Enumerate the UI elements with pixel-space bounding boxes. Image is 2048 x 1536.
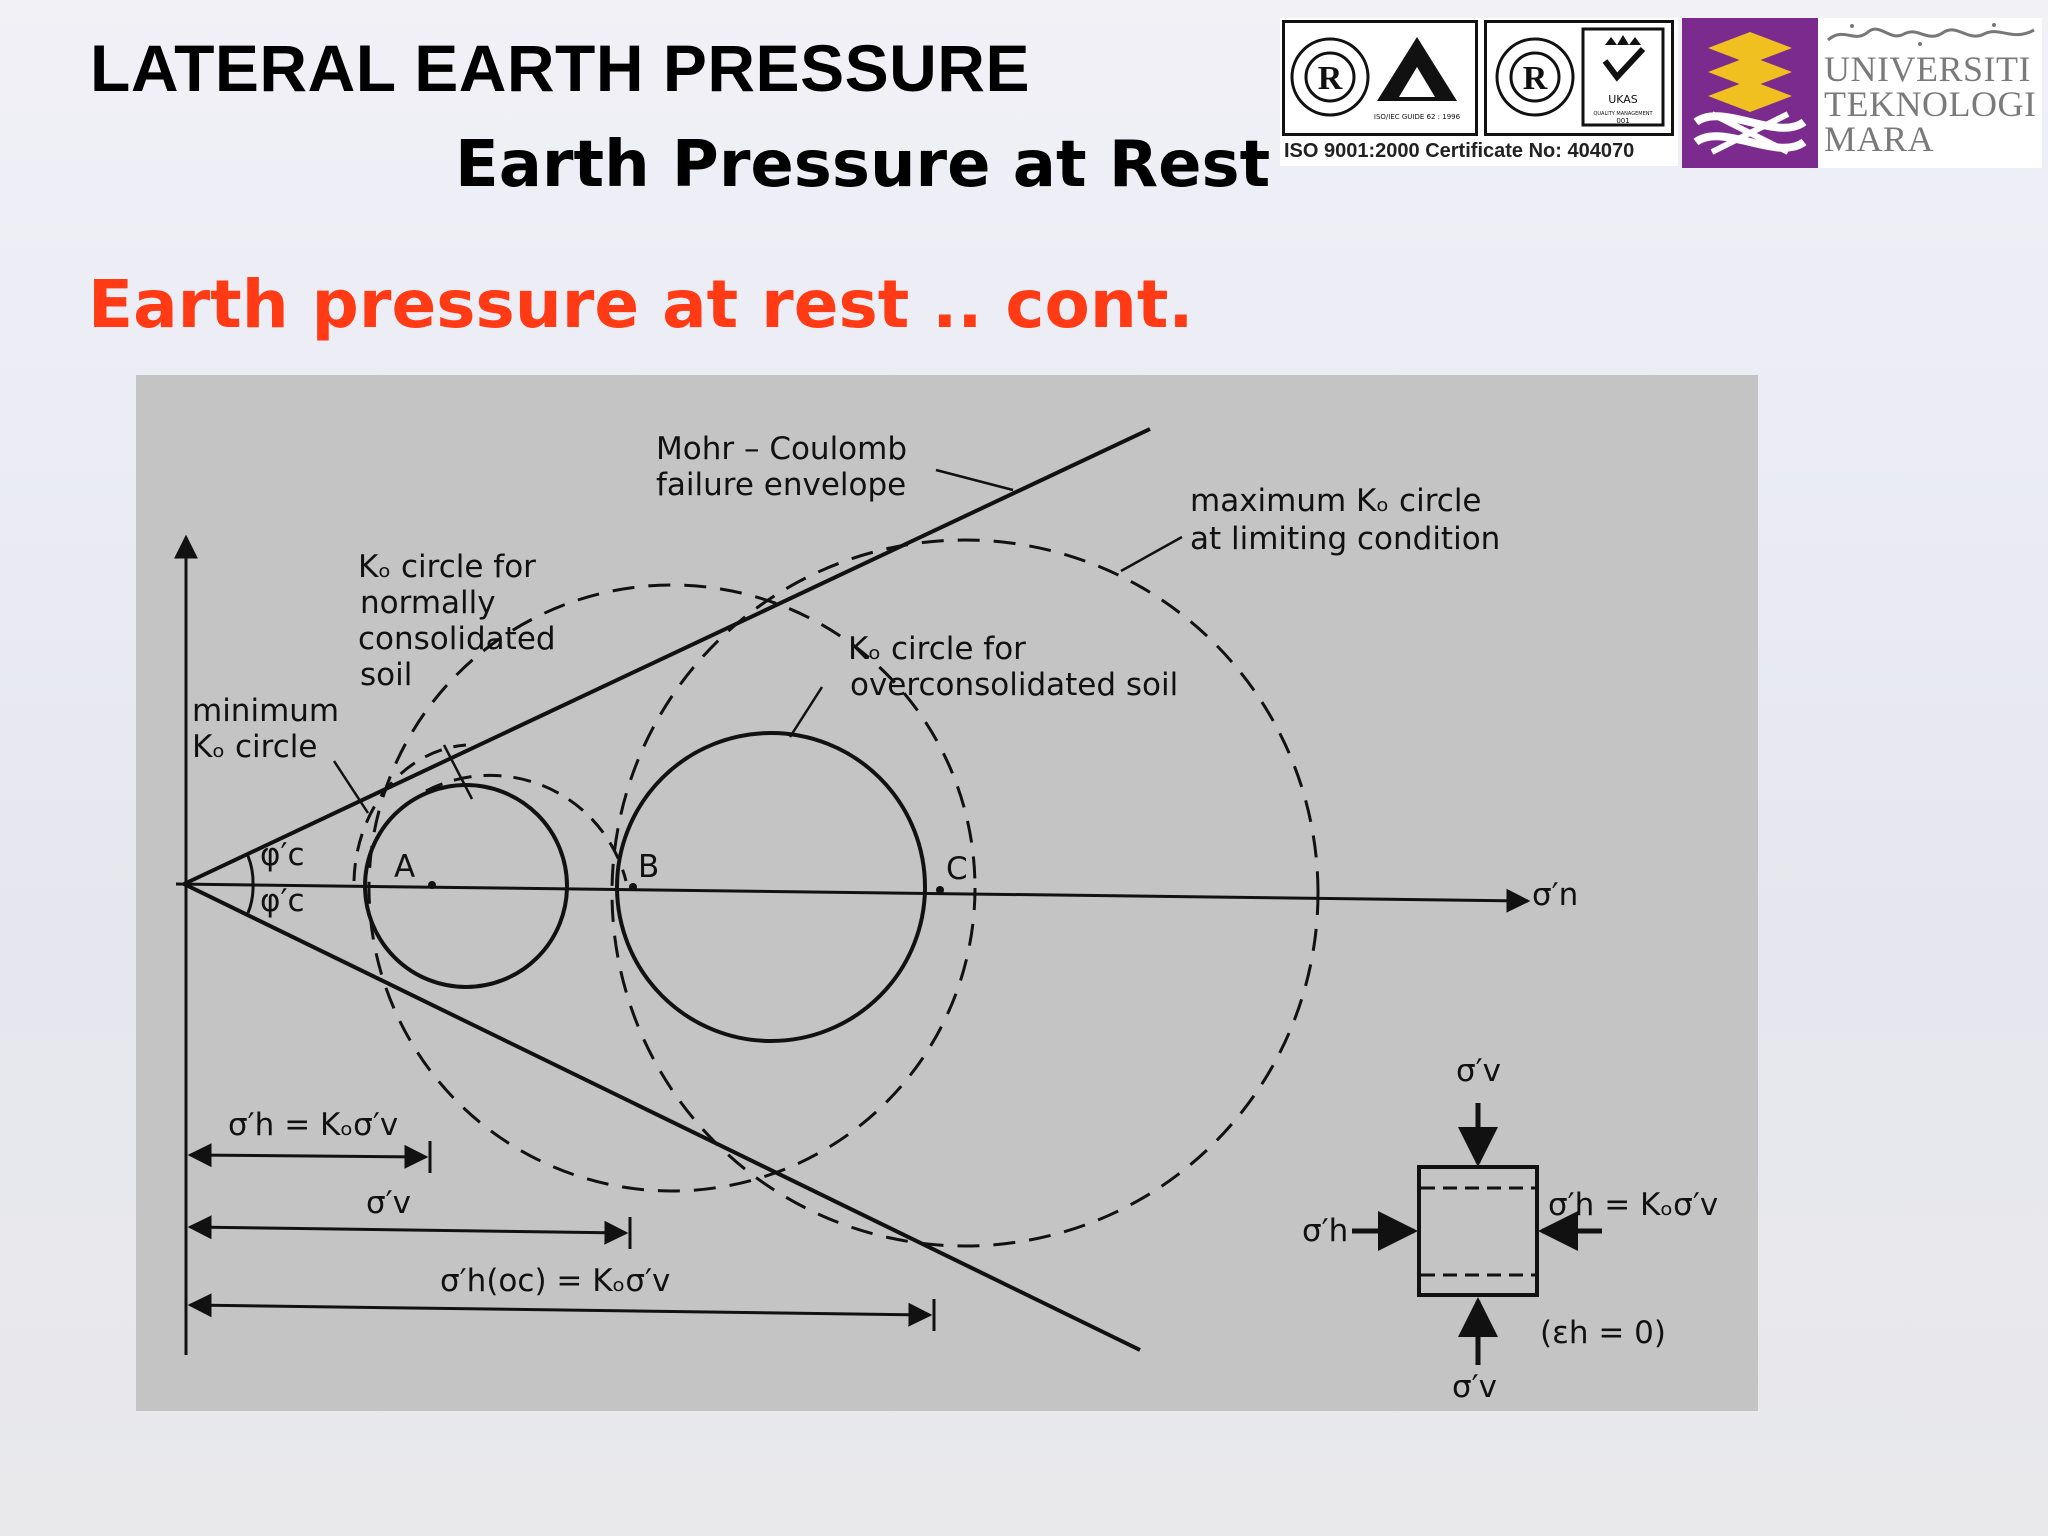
- certificate-text: ISO 9001:2000 Certificate No: 404070: [1284, 140, 1635, 162]
- nc-circle-label-3: consolidated: [358, 621, 556, 657]
- jawi-script-icon: [1827, 23, 2035, 46]
- max-circle-label-1: maximum Kₒ circle: [1190, 483, 1482, 519]
- university-name-line-1: UNIVERSITI: [1824, 49, 2031, 89]
- dim-line-sigma-v: [187, 1215, 629, 1245]
- nc-circle-label-2: normally: [360, 585, 496, 621]
- page-subtitle: Earth Pressure at Rest: [455, 128, 1271, 202]
- point-b-label: B: [638, 849, 659, 885]
- sigma-n-axis: [175, 882, 1531, 913]
- sigma-n-axis-label: σ′n: [1532, 877, 1578, 913]
- university-name: UNIVERSITI TEKNOLOGI MARA: [1824, 49, 2037, 159]
- diagram-canvas: Mohr – Coulomb failure envelope maximum …: [174, 427, 1718, 1405]
- mohr-coulomb-label-1: Mohr – Coulomb: [656, 431, 907, 467]
- point-a-label: A: [394, 849, 415, 885]
- ukas-text: UKAS: [1608, 93, 1638, 106]
- phi-label-upper: φ′c: [260, 837, 305, 873]
- phi-angle-arc-upper: [246, 855, 255, 885]
- mohr-coulomb-leader: [935, 468, 1014, 492]
- dim-line-sigma-hoc: [187, 1293, 933, 1327]
- mohr-coulomb-label-2: failure envelope: [656, 467, 906, 503]
- max-k0-circle: [610, 538, 1320, 1248]
- dim-line-sigma-h: [187, 1143, 429, 1169]
- max-circle-leader: [1120, 535, 1183, 573]
- min-circle-label-2: Kₒ circle: [192, 729, 317, 765]
- uitm-logo: UNIVERSITI TEKNOLOGI MARA: [1682, 18, 2042, 168]
- dim-sigma-hoc-label: σ′h(oc) = Kₒσ′v: [440, 1263, 670, 1299]
- registered-triangle-icon: R ISO/IEC GUIDE 62 : 1996: [1290, 37, 1461, 121]
- page-title: LATERAL EARTH PRESSURE: [90, 31, 1030, 105]
- dim-sigma-h-label: σ′h = Kₒσ′v: [228, 1107, 398, 1143]
- ukas-quality-text: QUALITY MANAGEMENT: [1593, 111, 1653, 117]
- iso-certification-logo: R ISO/IEC GUIDE 62 : 1996 R UKAS QUALITY…: [1280, 18, 1678, 166]
- nc-circle-label-1: Kₒ circle for: [358, 549, 536, 585]
- nc-dashed-arc: [425, 773, 628, 882]
- elem-sigma-h-right-label: σ′h = Kₒσ′v: [1548, 1187, 1718, 1223]
- min-k0-circle-arc: [352, 743, 467, 882]
- svg-text:R: R: [1523, 60, 1548, 97]
- elem-sigma-v-bottom-label: σ′v: [1452, 1369, 1497, 1405]
- point-b-marker: [629, 883, 637, 891]
- oc-circle-label-2: overconsolidated soil: [850, 667, 1178, 703]
- uitm-emblem-icon: [1682, 18, 1818, 168]
- mohr-circle-diagram: Mohr – Coulomb failure envelope maximum …: [136, 375, 1758, 1411]
- logo-strip: R ISO/IEC GUIDE 62 : 1996 R UKAS QUALITY…: [1280, 18, 2042, 168]
- min-circle-label-1: minimum: [192, 693, 339, 729]
- elem-sigma-h-left-label: σ′h: [1302, 1213, 1348, 1249]
- quality-badge-right: R UKAS QUALITY MANAGEMENT 001: [1484, 20, 1674, 136]
- badge-guide-text: ISO/IEC GUIDE 62 : 1996: [1374, 113, 1461, 121]
- university-name-line-3: MARA: [1824, 119, 1935, 159]
- ukas-number-text: 001: [1616, 117, 1629, 125]
- svg-text:R: R: [1318, 60, 1343, 97]
- elem-strain-label: (εh = 0): [1540, 1315, 1666, 1351]
- section-heading: Earth pressure at rest .. cont.: [88, 266, 1194, 343]
- ukas-crown-icon: R UKAS QUALITY MANAGEMENT 001: [1495, 27, 1665, 127]
- phi-label-lower: φ′c: [260, 883, 305, 919]
- nc-circle-leader: [442, 744, 474, 800]
- oc-circle-leader: [788, 686, 824, 738]
- min-circle-leader: [332, 760, 370, 814]
- nc-circle-label-4: soil: [360, 657, 412, 693]
- failure-envelope-upper: [183, 427, 1151, 886]
- elem-sigma-v-top-label: σ′v: [1456, 1053, 1501, 1089]
- point-a-marker: [428, 881, 436, 889]
- point-c-label: C: [946, 851, 968, 887]
- dim-sigma-v-label: σ′v: [366, 1185, 411, 1221]
- failure-envelope-lower: [183, 882, 1141, 1352]
- overconsolidated-circle: [615, 731, 927, 1043]
- university-name-line-2: TEKNOLOGI: [1824, 84, 2037, 124]
- phi-angle-arc-lower: [246, 883, 255, 914]
- oc-circle-label-1: Kₒ circle for: [848, 631, 1026, 667]
- max-circle-label-2: at limiting condition: [1190, 521, 1500, 557]
- oc-k0-circle: [367, 583, 977, 1193]
- soil-element: [1417, 1165, 1539, 1297]
- quality-badge-left: R ISO/IEC GUIDE 62 : 1996: [1282, 20, 1478, 136]
- point-c-marker: [936, 886, 944, 894]
